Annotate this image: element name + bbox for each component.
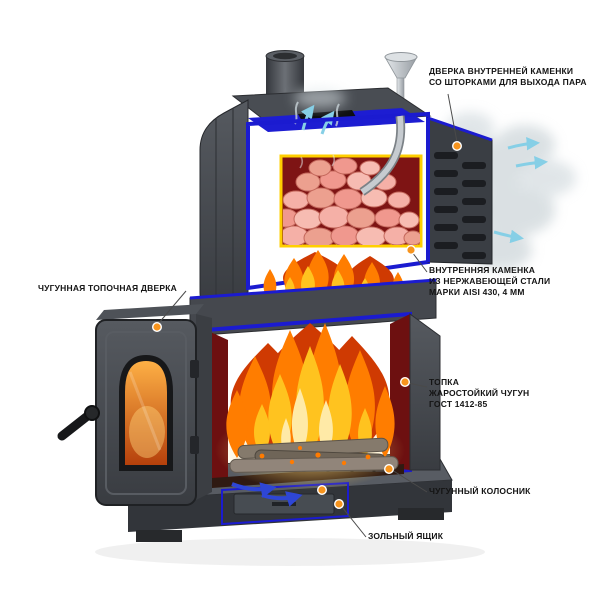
door-handle (57, 409, 95, 441)
label-grate: ЧУГУННЫЙ КОЛОСНИК (429, 486, 531, 496)
callout-dot-grate (384, 464, 395, 475)
callout-dot-firebox (400, 377, 411, 388)
label-furnace-door: ЧУГУННАЯ ТОПОЧНАЯ ДВЕРКА (38, 283, 177, 293)
callout-dot-air (317, 485, 328, 496)
label-ash-box: ЗОЛЬНЫЙ ЯЩИК (368, 531, 444, 541)
flames-lower (226, 323, 395, 458)
callout-dot-inner-kamenka (406, 244, 417, 255)
stone-chamber (279, 115, 423, 248)
leader-furnace-door (157, 290, 187, 325)
embers (259, 446, 371, 466)
steam-slots (434, 152, 486, 259)
floor-shadow (95, 538, 485, 566)
furnace-door (57, 304, 212, 506)
door-hinge-top (190, 360, 199, 378)
callouts (151, 93, 463, 538)
door-window (119, 354, 173, 471)
base-foot-left (136, 530, 182, 542)
leader-steam-door (447, 93, 458, 143)
base-foot-right (398, 508, 444, 520)
door-hinge-bottom (190, 436, 199, 454)
fire (212, 323, 405, 490)
leader-grate (391, 469, 428, 493)
ash-drawer-handle (272, 502, 296, 506)
callout-dot-furnace-door (151, 322, 162, 333)
label-inner-kamenka: ВНУТРЕННЯЯ КАМЕНКА ИЗ НЕРЖАВЕЮЩЕЙ СТАЛИ … (429, 265, 551, 298)
steam-right-arrows (493, 136, 549, 244)
leader-ash-box (341, 506, 367, 538)
firebox-right-panel (409, 313, 441, 471)
label-firebox: ТОПКА ЖАРОСТОЙКИЙ ЧУГУН ГОСТ 1412-85 (429, 377, 530, 410)
upper-body-shell (199, 99, 249, 309)
logs (229, 437, 399, 473)
label-steam-door: ДВЕРКА ВНУТРЕННЕЙ КАМЕНКИ СО ШТОРКАМИ ДЛ… (429, 66, 587, 88)
air-arrows (231, 482, 328, 507)
callout-dot-ash-box (334, 499, 345, 510)
stones (283, 158, 420, 245)
callout-dot-steam-door (452, 140, 463, 151)
steam-door-panel (426, 116, 493, 265)
leader-inner-kamenka (411, 251, 428, 273)
leader-firebox (407, 382, 428, 388)
